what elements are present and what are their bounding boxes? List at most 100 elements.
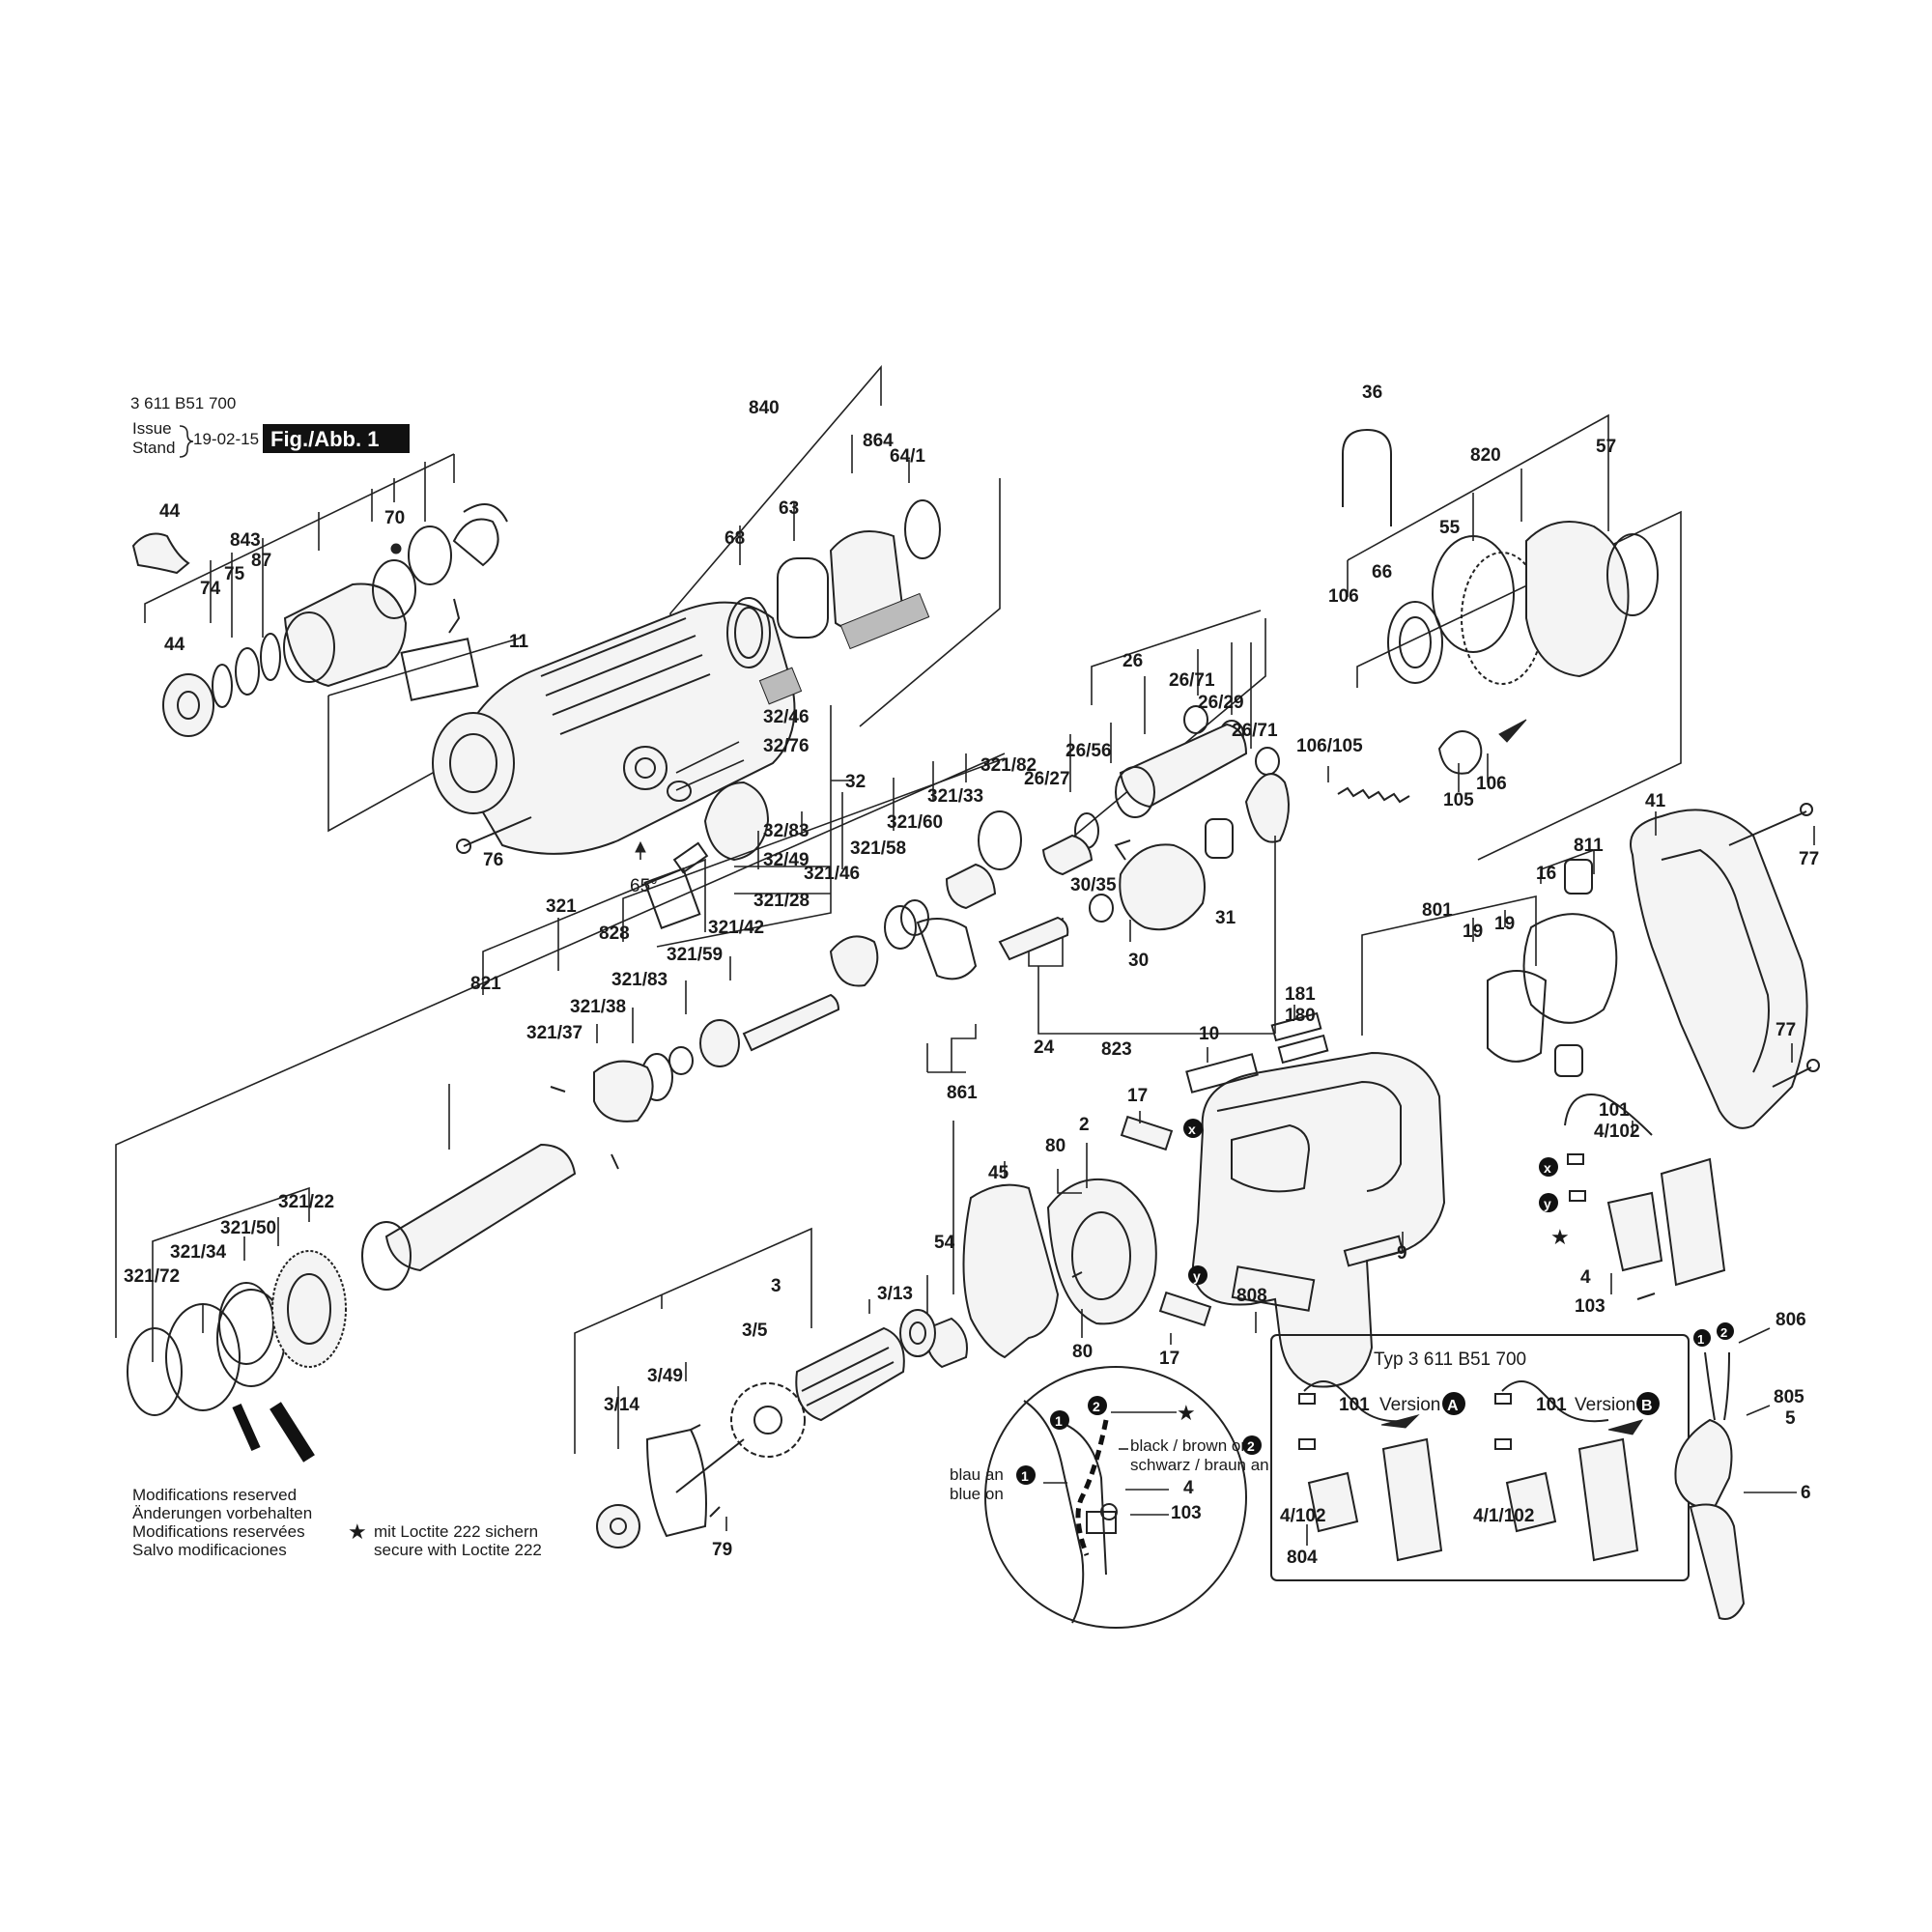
marker-2-detail	[1088, 1396, 1107, 1415]
part-321-58-oring	[884, 905, 917, 950]
svg-text:x: x	[1544, 1160, 1551, 1176]
loctite-star-footer: ★	[348, 1520, 367, 1544]
label-66: 66	[1372, 562, 1392, 582]
label-65-degree: 65°	[630, 876, 658, 896]
part-3-5-fan	[730, 1382, 806, 1458]
label-45: 45	[988, 1163, 1009, 1183]
label-32-46: 32/46	[763, 707, 810, 727]
label-4-102: 4/102	[1594, 1122, 1640, 1142]
loctite-star-switch: ★	[1550, 1225, 1570, 1249]
label-31: 31	[1215, 908, 1236, 928]
part-321-46-striker	[829, 935, 879, 987]
label-26-71b: 26/71	[1232, 721, 1278, 741]
part-spring	[452, 518, 499, 567]
part-74-ring	[212, 664, 233, 708]
label-820: 820	[1470, 445, 1501, 466]
label-321-28: 321/28	[753, 891, 810, 911]
leader-843-line	[144, 453, 455, 623]
label-17-bottom: 17	[1159, 1349, 1179, 1369]
label-321-59: 321/59	[667, 945, 723, 965]
label-19a: 19	[1463, 922, 1483, 942]
label-30-35: 30/35	[1070, 875, 1117, 895]
footer: Modifications reserved Änderungen vorbeh…	[132, 1486, 542, 1559]
svg-text:y: y	[1544, 1196, 1551, 1211]
part-70-ring	[372, 559, 416, 619]
svg-text:1: 1	[1055, 1413, 1063, 1429]
wiring-detail-circle: 1 2 ★	[984, 1366, 1247, 1629]
part-3-14-bearing	[596, 1504, 640, 1548]
label-840: 840	[749, 398, 780, 418]
part-321-59-ring	[668, 1046, 694, 1075]
part-4-switch	[1606, 1191, 1663, 1272]
label-321-50: 321/50	[220, 1218, 276, 1238]
inset-version-a: Version	[1379, 1395, 1440, 1415]
gear-group-321-22	[127, 1186, 347, 1463]
label-321-22: 321/22	[278, 1192, 334, 1212]
part-6-cable-sleeve	[1689, 1503, 1746, 1620]
part-10-label-plate	[400, 638, 479, 701]
part-9-handle-plate	[1343, 1235, 1405, 1267]
cable-group: 1 2	[1674, 1322, 1797, 1620]
label-70: 70	[384, 508, 405, 528]
part-808-label	[1231, 1265, 1316, 1312]
label-32: 32	[845, 772, 866, 792]
part-26-71-ring	[1183, 705, 1208, 734]
part-321-34-washer	[165, 1303, 241, 1411]
detail-label-4: 4	[1183, 1478, 1194, 1498]
label-2: 2	[1079, 1115, 1090, 1135]
svg-text:1: 1	[1021, 1468, 1029, 1484]
marker-x-switch: x	[1539, 1157, 1558, 1177]
figure-badge-bg	[263, 424, 410, 453]
part-45-air-guide	[962, 1183, 1060, 1359]
label-3: 3	[771, 1276, 781, 1296]
part-80-bottom-screw	[1071, 1271, 1083, 1278]
stand-label: Stand	[132, 439, 175, 457]
label-74: 74	[200, 579, 221, 599]
label-321-72: 321/72	[124, 1266, 180, 1287]
inset-version-b: Version	[1575, 1395, 1635, 1415]
header: 3 611 B51 700 Issue Stand 19-02-15 Fig./…	[130, 394, 410, 458]
inset-101-b: 101	[1536, 1395, 1567, 1415]
chuck-assembly	[131, 453, 508, 737]
detail-black-brown: black / brown on	[1130, 1436, 1250, 1455]
label-3-14: 3/14	[604, 1395, 639, 1415]
label-181: 181	[1285, 984, 1316, 1005]
label-6: 6	[1801, 1483, 1811, 1503]
part-3-49-plate	[645, 1428, 707, 1538]
marker-version-a	[1442, 1392, 1465, 1415]
footer-mod-es: Salvo modificaciones	[132, 1541, 287, 1559]
label-321: 321	[546, 896, 577, 917]
part-17-bottom-terminal	[1158, 1291, 1212, 1327]
label-30: 30	[1128, 951, 1149, 971]
detail-blue-on: blue on	[950, 1485, 1004, 1503]
part-805-clamp	[1674, 1418, 1733, 1509]
part-321-38-lock	[593, 1060, 654, 1122]
part-181-sticker	[1270, 1011, 1322, 1042]
detail-label-103: 103	[1171, 1503, 1202, 1523]
label-321-58: 321/58	[850, 838, 906, 859]
part-26-71b-ring	[1255, 747, 1280, 776]
part-10-rating-plate	[1185, 1053, 1259, 1094]
piston-group-26	[1041, 610, 1280, 876]
label-11: 11	[509, 632, 529, 652]
label-75: 75	[224, 564, 245, 584]
label-24: 24	[1034, 1037, 1055, 1058]
marker-y-field: y	[1188, 1265, 1208, 1285]
inset-4-1-102: 4/1/102	[1473, 1506, 1534, 1526]
part-64-1-ring	[904, 499, 941, 559]
part-30-crank-housing	[1119, 843, 1206, 931]
label-80-top: 80	[1045, 1136, 1065, 1156]
part-gear-wheel	[1244, 773, 1290, 843]
label-801: 801	[1422, 900, 1453, 921]
label-54: 54	[934, 1233, 955, 1253]
part-105-spring	[1437, 730, 1483, 775]
label-321-34: 321/34	[170, 1242, 227, 1263]
label-4: 4	[1580, 1267, 1591, 1288]
label-843: 843	[230, 530, 261, 551]
motor-housing-801	[1185, 848, 1618, 1388]
label-5: 5	[1785, 1408, 1796, 1429]
part-26-27-striker	[1041, 834, 1094, 876]
switch-group-32	[635, 705, 850, 948]
part-820-gear-cover	[1525, 521, 1630, 678]
